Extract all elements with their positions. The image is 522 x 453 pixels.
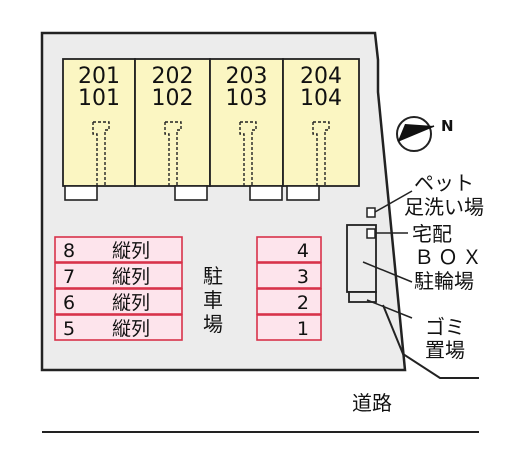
- parking-space-8: 8 縦列: [54, 236, 183, 263]
- parking-label-2: 車: [203, 288, 223, 312]
- parking-left: 8 縦列 7 縦列 6 縦列 5 縦列: [54, 236, 183, 341]
- entrance-outline: [239, 121, 257, 186]
- north-letter: N: [441, 117, 454, 135]
- balcony: [249, 185, 283, 201]
- parking-space-type: 縦列: [112, 318, 150, 340]
- parking-space-1: 1: [256, 314, 322, 341]
- entrance-outline: [92, 121, 110, 186]
- unit-number-upper: 201: [78, 64, 120, 89]
- parking-space-box: [256, 262, 322, 289]
- parking-space-number: 2: [297, 292, 309, 314]
- pet-wash-label-2: 足洗い場: [404, 195, 484, 219]
- garbage-label-2: 置場: [425, 338, 465, 362]
- parking-space-type: 縦列: [112, 292, 150, 314]
- balcony: [64, 185, 98, 201]
- parking-space-number: 6: [63, 292, 75, 314]
- parking-space-2: 2: [256, 288, 322, 315]
- parking-space-number: 3: [297, 266, 309, 288]
- parking-right: 4 3 2 1: [256, 236, 322, 341]
- road-curb: [382, 304, 479, 379]
- parking-space-type: 縦列: [112, 266, 150, 288]
- bicycle-label: 駐輪場: [414, 269, 474, 293]
- pet-wash-marker: [366, 207, 376, 218]
- parking-label-3: 場: [203, 312, 223, 336]
- parking-space-box: [54, 236, 183, 263]
- parking-space-box: [256, 236, 322, 263]
- pet-wash-label-1: ペット: [414, 171, 474, 195]
- unit-number-lower: 101: [78, 86, 120, 111]
- parking-space-number: 8: [63, 240, 75, 262]
- unit-number-lower: 104: [300, 86, 342, 111]
- parking-space-6: 6 縦列: [54, 288, 183, 315]
- delivery-box-marker: [366, 228, 376, 239]
- parking-space-number: 5: [63, 318, 75, 340]
- parking-space-box: [256, 314, 322, 341]
- parking-space-3: 3: [256, 262, 322, 289]
- parking-space-box: [54, 314, 183, 341]
- balcony: [286, 185, 320, 201]
- garbage-label-1: ゴミ: [425, 315, 465, 339]
- north-arrow-icon: N: [396, 116, 454, 152]
- balcony: [174, 185, 208, 201]
- entrance-outline: [312, 121, 330, 186]
- road-label: 道路: [352, 391, 392, 415]
- delivery-label-2: ＢＯＸ: [414, 245, 486, 269]
- unit-number-upper: 204: [300, 64, 342, 89]
- parking-space-number: 7: [63, 266, 75, 288]
- entrance-outline: [164, 121, 182, 186]
- parking-space-box: [256, 288, 322, 315]
- parking-space-type: 縦列: [112, 240, 150, 262]
- unit-number-lower: 102: [152, 86, 194, 111]
- parking-space-box: [54, 262, 183, 289]
- parking-space-5: 5 縦列: [54, 314, 183, 341]
- parking-label-1: 駐: [203, 264, 223, 288]
- parking-space-4: 4: [256, 236, 322, 263]
- parking-space-number: 1: [297, 318, 309, 340]
- parking-space-number: 4: [297, 240, 309, 262]
- unit-number-lower: 103: [226, 86, 268, 111]
- unit-number-upper: 202: [152, 64, 194, 89]
- garbage-area: [348, 291, 377, 303]
- parking-space-box: [54, 288, 183, 315]
- parking-space-7: 7 縦列: [54, 262, 183, 289]
- unit-number-upper: 203: [226, 64, 268, 89]
- delivery-label-1: 宅配: [412, 222, 452, 246]
